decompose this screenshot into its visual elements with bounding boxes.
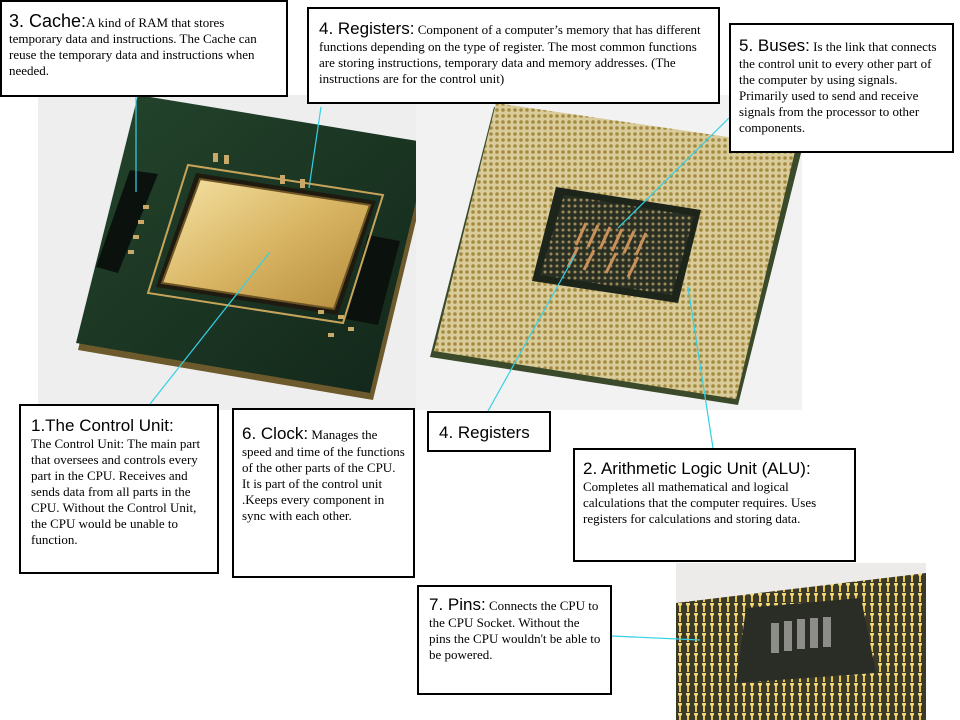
registers-mid-title: 4. Registers <box>439 423 530 442</box>
cache-description: A kind of RAM that stores temporary data… <box>9 15 257 78</box>
buses-label: 5. Buses: Is the link that connects the … <box>729 23 954 153</box>
pins-closeup-photo <box>676 563 926 720</box>
buses-description: Is the link that connects the control un… <box>739 39 937 135</box>
pins-label: 7. Pins: Connects the CPU to the CPU Soc… <box>417 585 612 695</box>
cpu-top-photo <box>38 95 438 410</box>
control-unit-description: The Control Unit: The main part that ove… <box>31 436 201 547</box>
alu-description: Completes all mathematical and logical c… <box>583 479 817 526</box>
alu-title: 2. Arithmetic Logic Unit (ALU): <box>583 459 811 478</box>
registers-mid-label: 4. Registers <box>427 411 551 452</box>
alu-label: 2. Arithmetic Logic Unit (ALU): Complete… <box>573 448 856 562</box>
registers-top-label: 4. Registers: Component of a computer’s … <box>307 7 720 104</box>
pins-description: Connects the CPU to the CPU Socket. With… <box>429 598 601 662</box>
clock-label: 6. Clock: Manages the speed and time of … <box>232 408 415 578</box>
registers-top-description: Component of a computer’s memory that ha… <box>319 22 701 86</box>
buses-title: 5. Buses: <box>739 36 810 55</box>
clock-title: 6. Clock: <box>242 424 309 443</box>
clock-description: Manages the speed and time of the functi… <box>242 427 405 523</box>
registers-top-title: 4. Registers: <box>319 19 415 38</box>
control-unit-label: 1.The Control Unit: The Control Unit: Th… <box>19 404 219 574</box>
cache-title: 3. Cache: <box>9 11 87 31</box>
pins-title: 7. Pins: <box>429 595 486 614</box>
cache-label: 3. Cache:A kind of RAM that stores tempo… <box>0 0 288 97</box>
control-unit-title: 1.The Control Unit: <box>31 416 174 435</box>
